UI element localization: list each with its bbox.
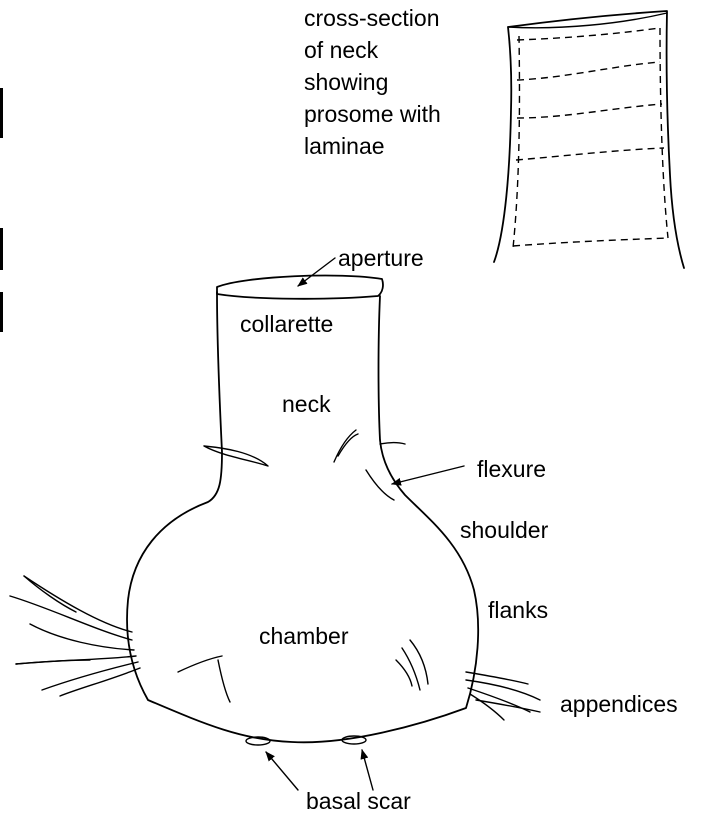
lamina-3 <box>517 104 662 118</box>
caption-line: cross-section <box>304 5 439 31</box>
caption-line: showing <box>304 69 388 95</box>
section-top-edge <box>508 13 667 28</box>
chamber-spine-right-2 <box>410 640 428 684</box>
arrow-basal-scar-right <box>362 750 373 790</box>
label-neck: neck <box>282 391 331 417</box>
chamber-spine-left-2 <box>218 660 230 702</box>
neck-flap-right <box>380 443 405 445</box>
label-appendices: appendices <box>560 691 678 717</box>
section-outer-wall <box>494 11 684 268</box>
lamina-2 <box>517 62 660 80</box>
lamina-4 <box>516 148 664 160</box>
appendix <box>470 694 504 720</box>
label-flanks: flanks <box>488 597 548 623</box>
lamina-5 <box>513 238 668 246</box>
appendix <box>10 596 132 640</box>
caption-line: of neck <box>304 37 379 63</box>
label-collarette: collarette <box>240 311 333 337</box>
chitinozoan-vesicle <box>10 276 540 745</box>
chamber-spine-left <box>178 656 222 672</box>
label-basal-scar: basal scar <box>306 788 411 814</box>
label-aperture: aperture <box>338 245 424 271</box>
neck-flap-left <box>204 446 268 466</box>
aperture-rim <box>217 276 383 299</box>
label-flexure: flexure <box>477 456 546 482</box>
arrow-flexure <box>392 466 464 484</box>
arrow-basal-scar-left <box>266 752 298 790</box>
edge-mark <box>0 228 3 270</box>
laminae-left-edge <box>513 36 519 248</box>
vesicle-outline <box>127 292 478 742</box>
label-shoulder: shoulder <box>460 517 549 543</box>
chamber-spine-right-3 <box>396 660 412 686</box>
arrow-aperture <box>298 258 335 286</box>
label-chamber: chamber <box>259 623 349 649</box>
appendices-left <box>10 576 140 696</box>
appendices-right <box>466 672 540 720</box>
caption-line: laminae <box>304 133 385 159</box>
edge-mark <box>0 292 3 332</box>
cross-section-caption: cross-section of neck showing prosome wi… <box>304 5 447 159</box>
edge-mark <box>0 88 3 138</box>
appendix <box>466 672 528 684</box>
lamina-1 <box>517 28 660 40</box>
neck-cross-section <box>494 11 684 268</box>
appendix <box>24 576 132 632</box>
appendix <box>466 680 540 700</box>
caption-line: prosome with <box>304 101 441 127</box>
